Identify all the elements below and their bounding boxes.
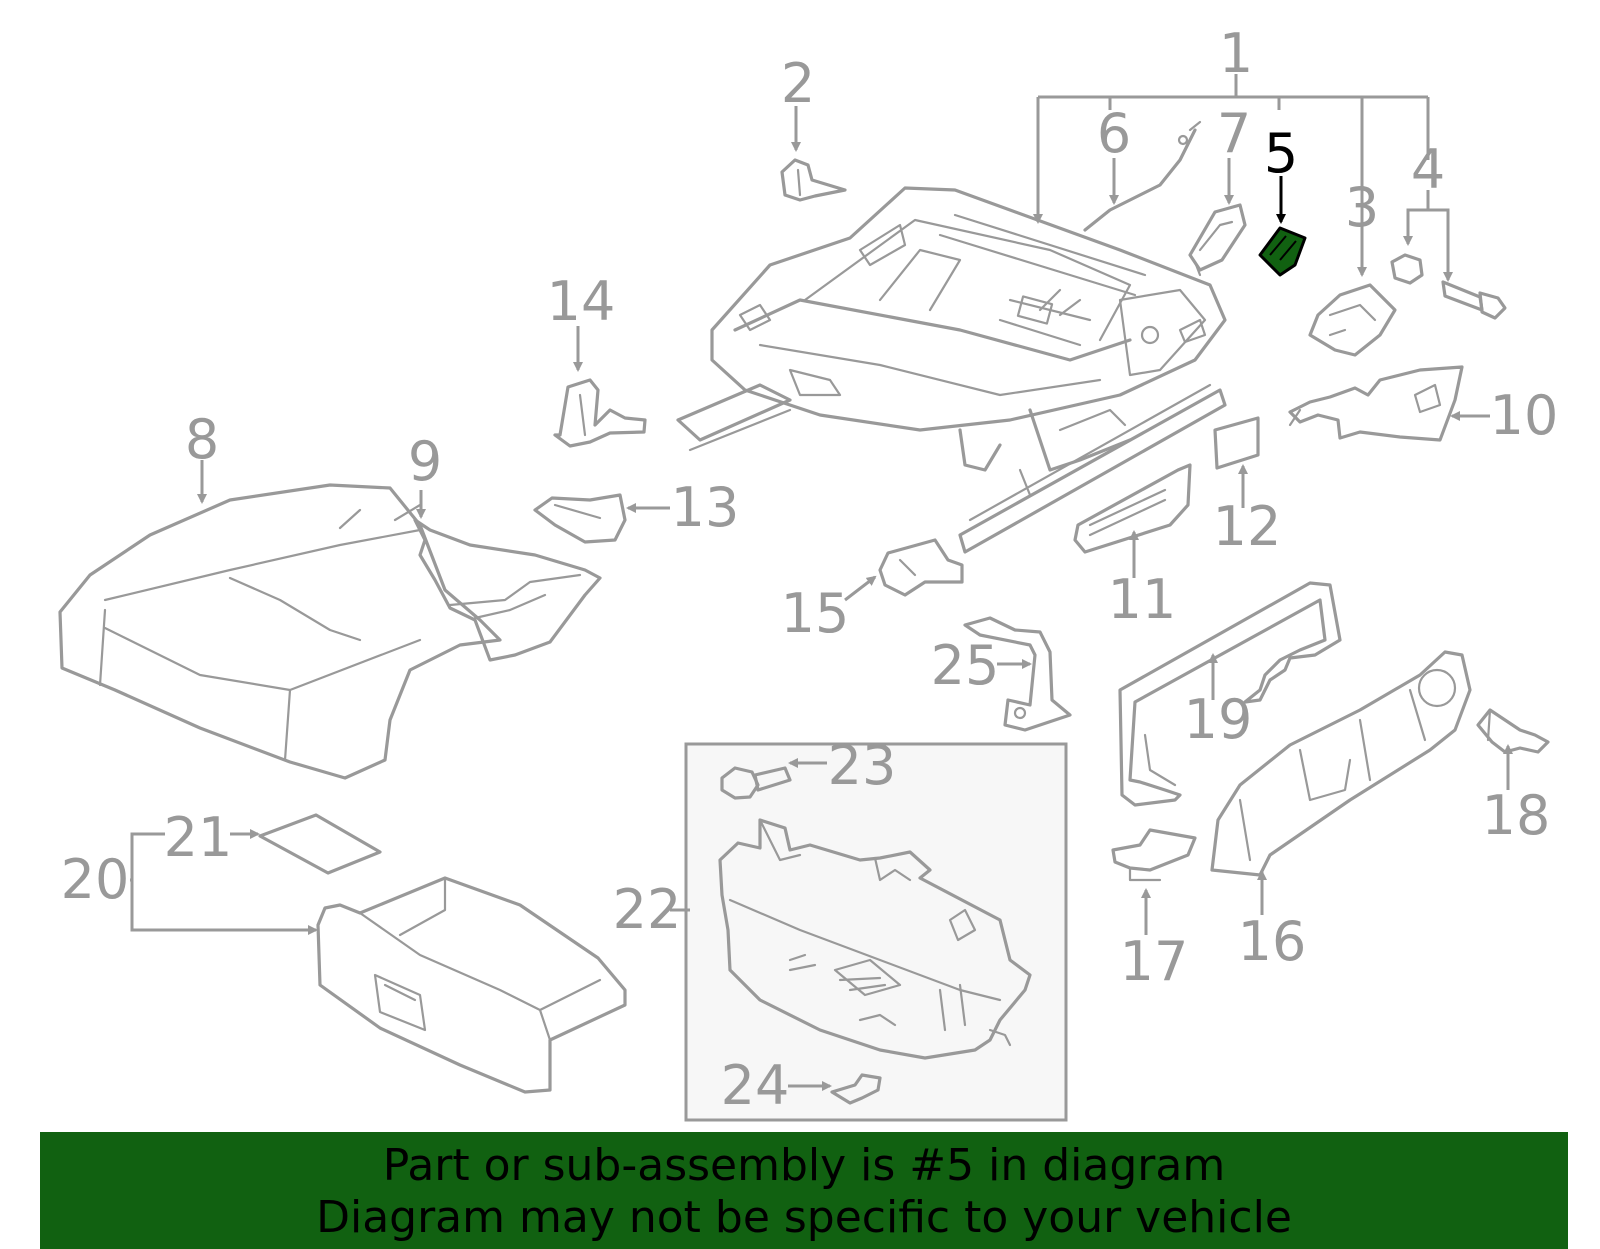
part-13-clip xyxy=(533,493,627,544)
part-6-cable xyxy=(1083,120,1202,232)
part-22-module xyxy=(718,818,1032,1060)
label-17: 17 xyxy=(1120,930,1189,993)
label-7: 7 xyxy=(1217,102,1251,165)
label-21: 21 xyxy=(164,806,233,869)
label-1: 1 xyxy=(1219,22,1253,85)
part-9-heater-pad xyxy=(413,518,602,662)
info-banner: Part or sub-assembly is #5 in diagram Di… xyxy=(40,1132,1568,1249)
part-14-bracket xyxy=(553,378,647,448)
part-5-highlighted xyxy=(1258,226,1307,277)
label-2: 2 xyxy=(781,52,815,115)
label-9: 9 xyxy=(408,430,442,493)
part-18-push-clip xyxy=(1476,708,1550,754)
part-21-pad xyxy=(258,813,382,875)
part-23-bolt xyxy=(720,766,792,800)
label-6: 6 xyxy=(1097,102,1131,165)
part-3-cover xyxy=(1308,283,1397,357)
part-10-bracket xyxy=(1288,365,1464,442)
banner-line-disclaimer: Diagram may not be specific to your vehi… xyxy=(316,1192,1292,1243)
label-4: 4 xyxy=(1411,138,1445,201)
part-17-clip xyxy=(1111,828,1197,882)
part-4-nut-bolt xyxy=(1390,253,1507,320)
leader-lines xyxy=(130,74,1513,1091)
label-8: 8 xyxy=(185,408,219,471)
part-19-frame xyxy=(1118,581,1342,807)
label-25: 25 xyxy=(931,634,1000,697)
part-24-clip xyxy=(830,1073,882,1105)
part-8-seat-cushion xyxy=(58,483,502,780)
label-14: 14 xyxy=(547,270,616,333)
part-12-pad xyxy=(1213,416,1260,470)
part-2-clip xyxy=(780,158,847,202)
label-23: 23 xyxy=(828,734,897,797)
part-20-tray xyxy=(316,876,627,1094)
label-20: 20 xyxy=(61,848,130,911)
part-11-trim xyxy=(1073,463,1192,554)
label-13: 13 xyxy=(671,476,740,539)
label-19: 19 xyxy=(1184,688,1253,751)
label-5: 5 xyxy=(1264,122,1298,185)
label-15: 15 xyxy=(781,582,850,645)
part-16-side-shield xyxy=(1210,650,1472,877)
banner-line-part: Part or sub-assembly is #5 in diagram xyxy=(382,1140,1226,1191)
part-1-seat-frame xyxy=(676,186,1227,554)
label-12: 12 xyxy=(1213,495,1282,558)
part-15-bracket xyxy=(878,538,964,597)
part-25-bracket xyxy=(963,616,1072,732)
label-11: 11 xyxy=(1108,568,1177,631)
part-7-bracket xyxy=(1188,203,1247,277)
callout-labels: 1 2 3 4 5 6 7 8 9 10 11 12 13 14 15 16 1… xyxy=(61,22,1559,1117)
label-18: 18 xyxy=(1482,784,1551,847)
label-3: 3 xyxy=(1345,176,1379,239)
label-22: 22 xyxy=(613,878,682,941)
label-24: 24 xyxy=(721,1054,790,1117)
label-16: 16 xyxy=(1238,910,1307,973)
label-10: 10 xyxy=(1490,384,1559,447)
